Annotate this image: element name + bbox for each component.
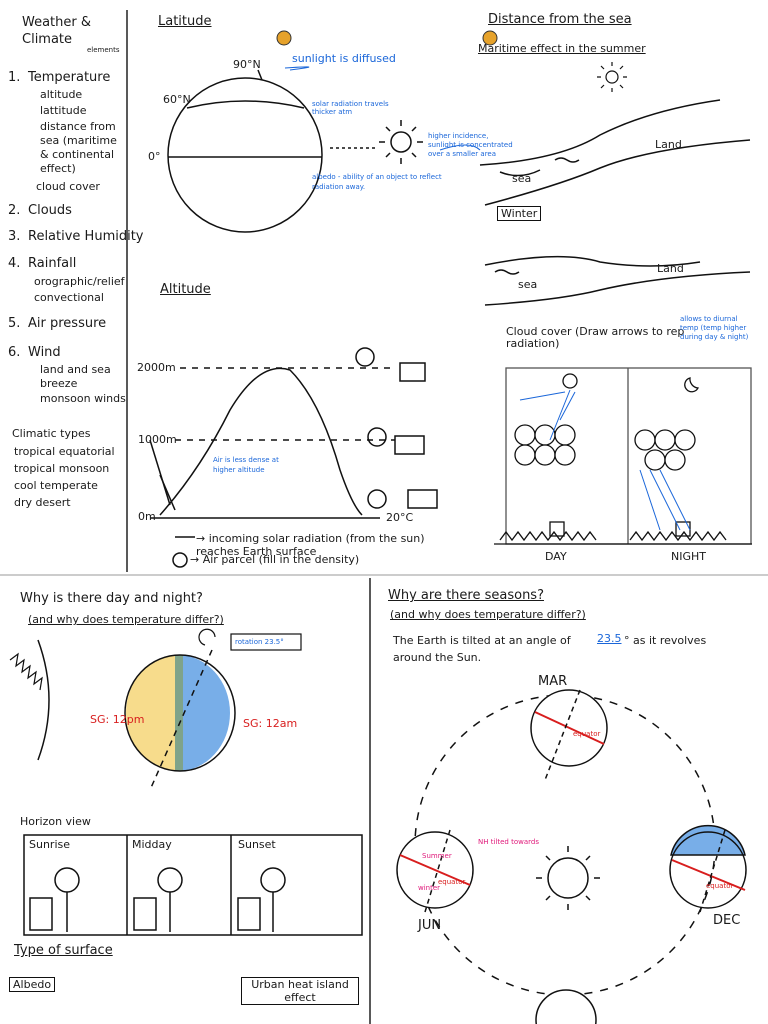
item-4-number: 4. xyxy=(8,256,21,271)
tilt-text-1: The Earth is tilted at an angle of xyxy=(393,634,571,647)
label-90n: 90°N xyxy=(233,58,261,71)
item-3-number: 3. xyxy=(8,229,21,244)
sun-icon-small xyxy=(597,62,627,92)
item-1-sub-4: cloud cover xyxy=(36,180,100,193)
label-60n: 60°N xyxy=(163,93,191,106)
winter-label-jun: winter xyxy=(418,884,441,892)
distance-title: Distance from the sea xyxy=(488,12,632,27)
item-3-label: Relative Humidity xyxy=(28,229,144,244)
item-2-label: Clouds xyxy=(28,203,72,218)
rotation-note: rotation 23.5° xyxy=(235,638,284,646)
sun-icon xyxy=(379,120,423,164)
item-6-sub-2: monsoon winds xyxy=(40,392,126,405)
day-night-globe xyxy=(9,628,302,791)
land-label: Land xyxy=(655,138,682,151)
air-density-note: Air is less dense at higher altitude xyxy=(213,456,279,474)
radiation-arrows xyxy=(519,389,691,531)
elements-note: elements xyxy=(87,46,120,54)
latitude-title: Latitude xyxy=(158,14,212,29)
coast-diagram-summer xyxy=(479,99,751,206)
coast-diagram-winter xyxy=(484,255,751,306)
altitude-title: Altitude xyxy=(160,282,211,297)
jun-label: JUN xyxy=(418,918,442,933)
albedo-box: Albedo xyxy=(9,977,56,992)
distance-subtitle: Maritime effect in the summer xyxy=(478,42,646,55)
cloud-cover-title: Cloud cover (Draw arrows to rep radiatio… xyxy=(506,325,685,350)
label-20c: 20°C xyxy=(386,511,414,524)
label-0m: 0m xyxy=(138,510,156,523)
dec-label: DEC xyxy=(713,913,741,928)
item-6-number: 6. xyxy=(8,345,21,360)
tilt-text-2: ° as it revolves xyxy=(624,634,707,647)
seasons-orbit xyxy=(396,689,747,1024)
climatic-type-1: tropical equatorial xyxy=(14,445,115,458)
land-label-2: Land xyxy=(657,262,684,275)
equator-label-dec: equator xyxy=(706,882,734,890)
sg-12pm-label: SG: 12pm xyxy=(90,713,145,726)
climatic-type-4: dry desert xyxy=(14,496,71,509)
item-1-sub-2: lattitude xyxy=(40,104,87,117)
item-2-number: 2. xyxy=(8,203,21,218)
sea-label-2: sea xyxy=(518,278,538,291)
altitude-mountain xyxy=(149,347,438,568)
item-4-sub-1: orographic/relief xyxy=(34,275,125,288)
item-6-sub-1: land and sea breeze xyxy=(40,363,111,390)
seasons-title: Why are there seasons? xyxy=(388,588,544,603)
day-night-title: Why is there day and night? xyxy=(20,591,203,606)
horizon-midday: Midday xyxy=(132,838,172,851)
label-2000m: 2000m xyxy=(137,361,176,374)
uhi-box: Urban heat island effect xyxy=(241,977,359,1005)
diffused-arrow xyxy=(284,66,310,71)
item-4-sub-2: convectional xyxy=(34,291,104,304)
page-title: Weather & Climate xyxy=(22,15,92,47)
legend-air-parcel: → Air parcel (fill in the density) xyxy=(190,553,360,566)
item-5-label: Air pressure xyxy=(28,316,107,331)
item-1-sub-1: altitude xyxy=(40,88,83,101)
item-4-label: Rainfall xyxy=(28,256,77,271)
horizon-sunset: Sunset xyxy=(238,838,276,851)
nh-tilted-note: NH tilted towards xyxy=(478,838,539,846)
day-night-subtitle: (and why does temperature differ?) xyxy=(28,613,224,626)
night-label: NIGHT xyxy=(671,550,706,563)
sg-12am-label: SG: 12am xyxy=(243,717,298,730)
climatic-types-title: Climatic types xyxy=(12,427,91,440)
binder-hole-right xyxy=(482,30,498,46)
surface-title: Type of surface xyxy=(14,943,113,958)
cloud-cover-panels xyxy=(494,367,752,545)
day-label: DAY xyxy=(545,550,567,563)
sea-label: sea xyxy=(512,172,532,185)
equator-label-jun: equator xyxy=(438,878,466,886)
higher-incidence-note: higher incidence, sunlight is concentrat… xyxy=(428,132,513,158)
solar-radiation-note: solar radiation travels thicker atm xyxy=(312,100,389,116)
albedo-curve xyxy=(439,144,481,151)
cloud-cover-note: allows to diurnal temp (temp higher duri… xyxy=(680,315,749,341)
albedo-note: albedo - ability of an object to reflect… xyxy=(312,173,442,191)
climatic-type-2: tropical monsoon xyxy=(14,462,110,475)
seasons-subtitle: (and why does temperature differ?) xyxy=(390,608,586,621)
winter-label: Winter xyxy=(497,206,542,221)
equator-label-mar: equator xyxy=(573,730,601,738)
label-0: 0° xyxy=(148,150,161,163)
binder-hole-left xyxy=(276,30,292,46)
legend-solar: → incoming solar radiation (from the sun… xyxy=(196,532,425,558)
tilt-text-3: around the Sun. xyxy=(393,651,482,664)
horizon-view-boxes xyxy=(23,834,363,936)
latitude-globe xyxy=(167,69,375,233)
item-1-label: Temperature xyxy=(28,70,111,85)
item-1-sub-3: distance from sea (maritime & continenta… xyxy=(40,120,117,175)
mar-label: MAR xyxy=(538,674,568,689)
sunlight-diffused-note: sunlight is diffused xyxy=(292,52,396,65)
tilt-value: 23.5 xyxy=(597,632,622,645)
horizon-sunrise: Sunrise xyxy=(29,838,71,851)
item-1-number: 1. xyxy=(8,70,21,85)
horizon-view-title: Horizon view xyxy=(20,815,91,828)
label-1000m: 1000m xyxy=(138,433,177,446)
item-5-number: 5. xyxy=(8,316,21,331)
summer-label: Summer xyxy=(422,852,452,860)
climatic-type-3: cool temperate xyxy=(14,479,98,492)
item-6-label: Wind xyxy=(28,345,61,360)
